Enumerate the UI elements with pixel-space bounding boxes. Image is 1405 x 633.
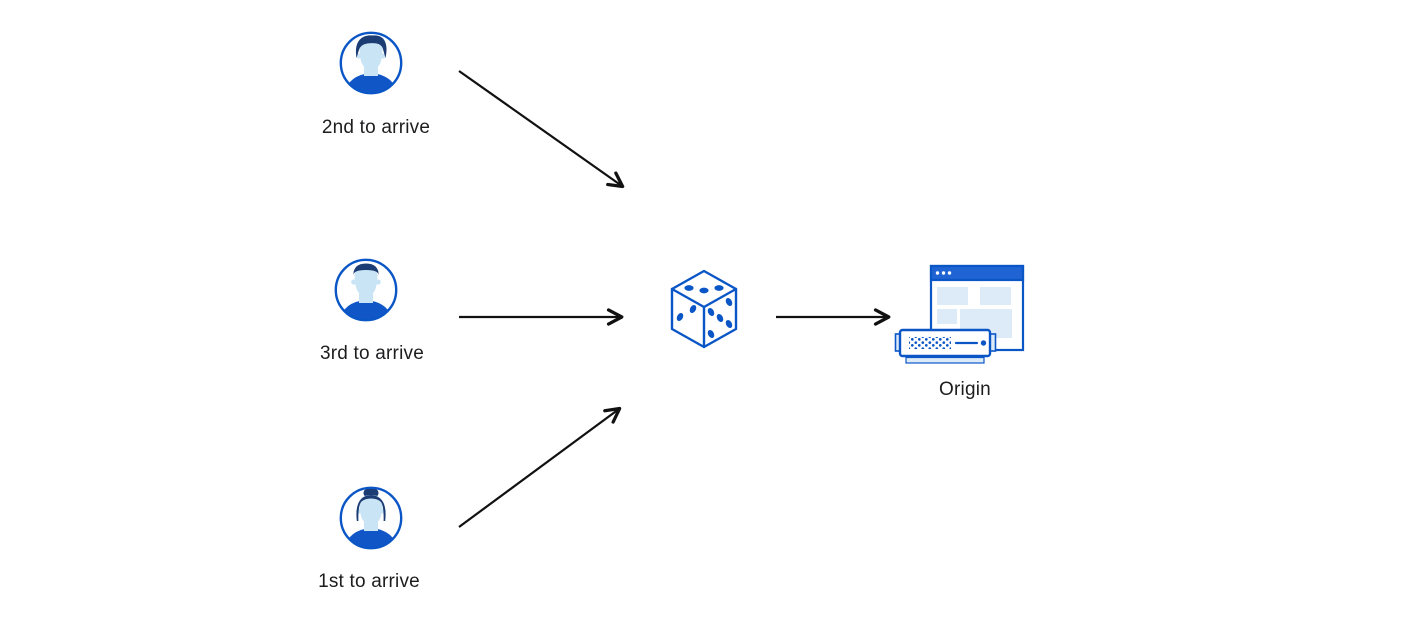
node-client-middle	[333, 257, 399, 323]
node-dice	[669, 268, 739, 350]
node-label-client-middle: 3rd to arrive	[320, 343, 424, 364]
arrow-client-bottom-to-dice	[458, 406, 622, 528]
node-client-bottom	[338, 485, 404, 551]
node-origin	[893, 263, 1026, 365]
origin-server-icon	[894, 264, 1025, 364]
user-male-short-hair-avatar-icon	[334, 258, 398, 322]
node-label-client-bottom: 1st to arrive	[318, 571, 420, 592]
dice-icon	[670, 269, 738, 349]
node-client-top	[338, 30, 404, 96]
user-male-avatar-icon	[339, 31, 403, 95]
node-label-client-top: 2nd to arrive	[321, 117, 431, 138]
node-label-origin: Origin	[939, 379, 991, 400]
user-female-avatar-icon	[339, 486, 403, 550]
arrow-client-top-to-dice	[458, 70, 625, 189]
